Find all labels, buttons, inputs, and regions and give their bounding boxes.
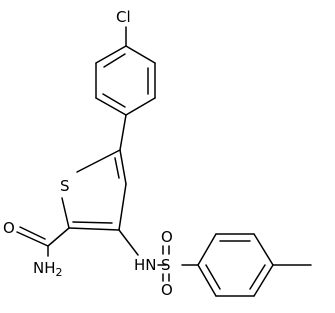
tolyl-ring xyxy=(197,233,274,297)
sulfonyl-oxygen-bottom-label: O xyxy=(161,281,173,299)
amide-nitrogen-label: NH2 xyxy=(33,259,63,279)
sulfonyl-sulfur-label: S xyxy=(161,256,171,274)
sulfonamide-nitrogen-label: HN xyxy=(134,256,157,274)
chlorophenyl-ring xyxy=(95,45,156,116)
sulfonyl-oxygen-top-label: O xyxy=(161,228,173,246)
chlorine-label: Cl xyxy=(116,8,131,26)
thiophene-sulfur-label: S xyxy=(60,177,70,195)
sulfonamide-group xyxy=(118,229,199,282)
amide-group xyxy=(16,226,70,257)
thiophene-ring xyxy=(61,149,127,231)
carbonyl-oxygen-label: O xyxy=(3,219,15,237)
phenyl-thiophene-bond xyxy=(119,114,127,151)
